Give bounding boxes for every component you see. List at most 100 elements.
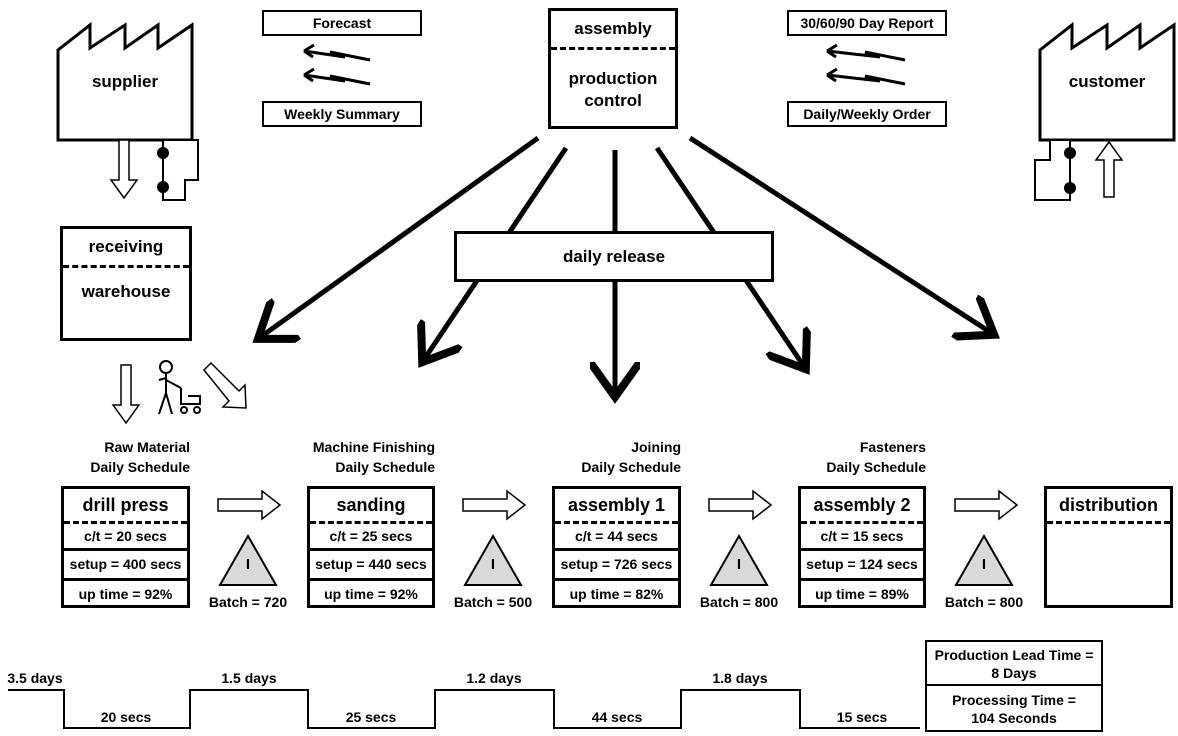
push-arrow-icon <box>954 489 1019 521</box>
electronic-info-arrow-icon <box>826 43 906 86</box>
inventory-letter: I <box>981 556 987 573</box>
process-name: assembly 1 <box>567 495 666 515</box>
batch-label: Batch = 720 <box>208 594 288 610</box>
push-arrow-icon <box>217 489 282 521</box>
process-box-assembly-2: assembly 2 c/t = 15 secs setup = 124 sec… <box>798 486 926 608</box>
schedule-line2: Daily Schedule <box>581 459 681 475</box>
distribution-box: distribution <box>1044 486 1173 608</box>
inventory-letter: I <box>736 556 742 573</box>
lead-time-line2: 8 Days <box>991 665 1037 681</box>
schedule-line1: Machine Finishing <box>312 439 435 455</box>
production-control-line1: production <box>568 69 658 88</box>
production-control-box: assembly production control <box>548 8 678 129</box>
timeline-days-label: 3.5 days <box>7 670 63 686</box>
timeline-secs-label: 20 secs <box>100 709 152 725</box>
customer-label: customer <box>1068 72 1146 91</box>
electronic-info-arrow-icon <box>303 43 371 86</box>
timeline-days-label: 1.5 days <box>221 670 277 686</box>
release-arrow-distribution <box>688 135 990 332</box>
inventory-triangle-icon <box>954 533 1014 586</box>
production-control-line2: control <box>584 91 642 110</box>
daily-weekly-order-box: Daily/Weekly Order <box>787 101 947 127</box>
process-name: drill press <box>82 495 169 515</box>
process-ct: c/t = 20 secs <box>84 528 167 544</box>
report-306090-box: 30/60/90 Day Report <box>787 10 947 36</box>
timeline-days-label: 1.2 days <box>466 670 522 686</box>
processing-line1: Processing Time = <box>952 692 1076 708</box>
distribution-label: distribution <box>1059 495 1158 515</box>
process-divider <box>310 521 432 524</box>
inventory-triangle-icon <box>709 533 769 586</box>
push-diagonal-arrow-icon <box>202 361 247 409</box>
release-arrow-drill <box>262 135 540 336</box>
timeline-line <box>8 689 920 729</box>
receiving-label: receiving <box>88 237 164 256</box>
operator-with-cart-icon <box>158 360 201 415</box>
schedule-line2: Daily Schedule <box>90 459 190 475</box>
daily-release-box: daily release <box>454 231 774 282</box>
process-divider <box>555 521 678 524</box>
process-name: assembly 2 <box>813 495 911 515</box>
timeline-secs-label: 25 secs <box>345 709 397 725</box>
lead-time-line1: Production Lead Time = <box>934 647 1094 663</box>
process-divider <box>64 521 187 524</box>
push-arrow-icon <box>462 489 527 521</box>
process-setup: setup = 440 secs <box>310 548 432 578</box>
weekly-summary-box: Weekly Summary <box>262 101 422 127</box>
process-box-sanding: sanding c/t = 25 secs setup = 440 secs u… <box>307 486 435 608</box>
process-ct: c/t = 25 secs <box>329 528 413 544</box>
timeline-days-label: 1.8 days <box>712 670 768 686</box>
process-name: sanding <box>336 495 406 515</box>
supplier-factory-icon <box>56 21 194 142</box>
inventory-triangle-icon <box>218 533 278 586</box>
process-ct: c/t = 44 secs <box>575 528 658 544</box>
inventory-letter: I <box>245 556 251 573</box>
processing-time: Processing Time = 104 Seconds <box>927 686 1101 727</box>
processing-line2: 104 Seconds <box>971 710 1057 726</box>
push-arrow-icons <box>217 489 1019 521</box>
process-uptime: up time = 82% <box>555 578 678 608</box>
process-uptime: up time = 92% <box>310 578 432 608</box>
truck-icon <box>1034 139 1076 201</box>
inventory-triangle-icon <box>463 533 523 586</box>
process-setup: setup = 726 secs <box>555 548 678 578</box>
process-setup: setup = 400 secs <box>64 548 187 578</box>
production-control-top: assembly <box>574 19 652 38</box>
schedule-line2: Daily Schedule <box>826 459 926 475</box>
timeline-secs-label: 15 secs <box>836 709 888 725</box>
production-control-divider <box>551 47 675 50</box>
schedule-line1: Raw Material <box>104 439 190 455</box>
process-setup: setup = 124 secs <box>801 548 923 578</box>
process-uptime: up time = 92% <box>64 578 187 608</box>
lead-time-summary-box: Production Lead Time = 8 Days Processing… <box>925 640 1103 732</box>
process-box-assembly-1: assembly 1 c/t = 44 secs setup = 726 sec… <box>552 486 681 608</box>
batch-label: Batch = 800 <box>699 594 779 610</box>
process-uptime: up time = 89% <box>801 578 923 608</box>
schedule-line2: Daily Schedule <box>335 459 435 475</box>
batch-label: Batch = 800 <box>944 594 1024 610</box>
production-lead-time: Production Lead Time = 8 Days <box>927 642 1101 686</box>
push-arrow-icon <box>708 489 773 521</box>
inventory-triangle-icons <box>218 533 1014 586</box>
timeline-secs-label: 44 secs <box>591 709 643 725</box>
material-down-arrow-icon <box>111 364 141 425</box>
truck-icon <box>157 139 199 201</box>
supplier-label: supplier <box>91 72 159 91</box>
process-divider <box>801 521 923 524</box>
schedule-label: Joining Daily Schedule <box>531 437 681 477</box>
production-control-label: production control <box>551 50 675 112</box>
schedule-label: Machine Finishing Daily Schedule <box>285 437 435 477</box>
distribution-divider <box>1047 521 1170 524</box>
receiving-divider <box>63 265 189 268</box>
customer-factory-icon <box>1038 21 1176 142</box>
schedule-line1: Joining <box>631 439 681 455</box>
shipment-down-arrow-icon <box>109 139 139 200</box>
inventory-letter: I <box>490 556 496 573</box>
process-box-drill-press: drill press c/t = 20 secs setup = 400 se… <box>61 486 190 608</box>
shipment-up-arrow-icon <box>1094 140 1124 198</box>
schedule-line1: Fasteners <box>859 439 926 455</box>
schedule-label: Fasteners Daily Schedule <box>776 437 926 477</box>
receiving-warehouse-box: receiving warehouse <box>60 226 192 341</box>
batch-label: Batch = 500 <box>453 594 533 610</box>
forecast-box: Forecast <box>262 10 422 36</box>
